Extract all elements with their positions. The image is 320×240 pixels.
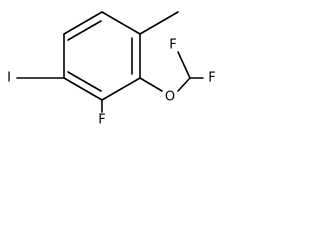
ring-bond-bottom-left-inner bbox=[67, 71, 102, 92]
ring-bond-top-right bbox=[101, 11, 141, 35]
oxygen-bond bbox=[139, 77, 163, 92]
iodine-atom-label: I bbox=[7, 71, 11, 86]
carbon-fluorine-top-bond bbox=[177, 51, 191, 79]
top-fluorine-atom-label: F bbox=[169, 38, 176, 53]
ring-bond-top-inner bbox=[67, 20, 102, 41]
benzene-ring bbox=[63, 11, 141, 101]
chemical-structure-diagram: I F O F F bbox=[7, 11, 216, 128]
ring-bond-bottom-right bbox=[101, 77, 141, 101]
oxygen-carbon-bond bbox=[177, 77, 191, 92]
right-fluorine-atom-label: F bbox=[208, 71, 215, 86]
ring-bond-bottom-left bbox=[63, 77, 103, 101]
ring-fluorine-atom-label: F bbox=[98, 113, 105, 128]
oxygen-atom-label: O bbox=[165, 90, 175, 105]
ring-bond-top bbox=[63, 11, 103, 35]
methyl-bond bbox=[139, 11, 179, 35]
